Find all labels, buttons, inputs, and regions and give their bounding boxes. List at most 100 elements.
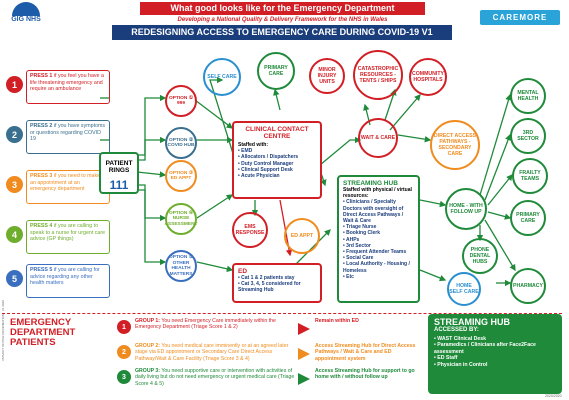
ems-circle: EMS RESPONSE xyxy=(232,212,268,248)
ccc-item-text: Duty Control Manager xyxy=(241,160,294,167)
streaming-hub-item-text: Frequent Attender Teams xyxy=(346,249,407,256)
streaming-hub-item-text: Booking Clerk xyxy=(346,230,381,237)
press-number: 1 xyxy=(6,76,23,93)
right-circle: PHARMACY xyxy=(510,268,546,304)
direct-access-circle: DIRECT ACCESS PATHWAYS - SECONDARY CARE xyxy=(430,120,480,170)
option-circle: OPTION ⑤ OTHER HEALTH MATTERS xyxy=(165,250,197,282)
sh-access-list: • WAST Clinical Desk• Paramedics / Clini… xyxy=(434,336,556,368)
sh-access-item-text: ED Staff xyxy=(437,355,458,362)
group-outcome: Access Streaming Hub for support to go h… xyxy=(315,368,415,381)
legend-divider xyxy=(2,313,562,314)
ccc-staffed: Staffed with: xyxy=(238,142,268,148)
streaming-hub-list: • Clinicians / Specialty Doctors with ov… xyxy=(343,199,414,280)
press-text: PRESS 5 if you are calling for advice re… xyxy=(26,264,110,298)
streaming-hub-item: • 3rd Sector xyxy=(343,242,371,249)
streaming-hub-item: • Booking Clerk xyxy=(343,230,381,237)
group-label: GROUP 3: xyxy=(135,368,160,374)
ccc-title: CLINICAL CONTACT CENTRE xyxy=(245,126,309,140)
side-note: PRIVACY NOTICE INFORMATION · V1 2020 xyxy=(1,300,5,361)
right-circle: 3RD SECTOR xyxy=(510,118,546,154)
streaming-hub-staffed: Staffed with physical / virtual resource… xyxy=(343,187,412,200)
ed-box: ED • Cat 1 & 2 patients stay• Cat 3, 4, … xyxy=(232,263,322,303)
option-circle: OPTION ② COVID HUB xyxy=(165,127,197,159)
ed-item: • Cat 1 & 2 patients stay xyxy=(238,275,295,281)
catastrophic-circle: CATASTROPHIC RESOURCES - TENTS / SHIPS xyxy=(353,50,403,100)
primary-care-circle: PRIMARY CARE xyxy=(257,52,295,90)
press-number: 4 xyxy=(6,226,23,243)
streaming-hub-item-text: Clinicians / Specialty Doctors with over… xyxy=(343,199,404,225)
press-label: PRESS 5 xyxy=(30,267,53,273)
group-outcome: Remain within ED xyxy=(315,318,359,324)
minor-injury-circle: MINOR INJURY UNITS xyxy=(309,58,345,94)
streaming-hub-item-text: Etc xyxy=(346,273,354,280)
streaming-hub-title: STREAMING HUB xyxy=(343,180,398,187)
ccc-item: • Allocators / Dispatchers xyxy=(238,154,299,161)
group-number: 2 xyxy=(117,345,131,359)
patient-rings-box: PATIENT RINGS 111 xyxy=(99,152,139,194)
sh-access-item-text: WAST Clinical Desk xyxy=(437,336,486,342)
group-number: 1 xyxy=(117,320,131,334)
press-label: PRESS 1 xyxy=(30,73,53,79)
press-text: PRESS 4 if you are calling to speak to a… xyxy=(26,220,110,254)
streaming-hub-item: • Etc xyxy=(343,273,354,280)
streaming-hub-item: • Frequent Attender Teams xyxy=(343,249,407,256)
group-number: 3 xyxy=(117,370,131,384)
ed-item: • Cat 3, 4, 5 considered for Streaming H… xyxy=(238,281,301,294)
ccc-item-text: Allocators / Dispatchers xyxy=(240,154,299,161)
home-follow-circle: HOME - WITH FOLLOW UP xyxy=(445,188,487,230)
streaming-hub-item-text: AHPs xyxy=(345,236,360,243)
press-text: PRESS 1 if you feel you have a life thre… xyxy=(26,70,110,104)
press-number: 2 xyxy=(6,126,23,143)
right-circle: PRIMARY CARE xyxy=(510,200,546,236)
ccc-item-text: Acute Physician xyxy=(240,173,280,180)
sh-access-item-text: Physician in Control xyxy=(437,361,488,368)
option-circle: OPTION ③ ED APPT xyxy=(165,160,197,192)
ed-box-list: • Cat 1 & 2 patients stay• Cat 3, 4, 5 c… xyxy=(238,275,316,294)
group-text: You need Emergency Care immediately with… xyxy=(135,318,276,331)
patient-rings-number: 111 xyxy=(109,178,129,192)
group-description: GROUP 2: You need medical care imminentl… xyxy=(135,343,295,367)
page-title: What good looks like for the Emergency D… xyxy=(140,2,425,15)
ccc-item: • Clinical Support Desk xyxy=(238,166,293,173)
sh-access-title: STREAMING HUB xyxy=(434,317,510,327)
sh-access-item: • Physician in Control xyxy=(434,361,488,368)
nhs-logo: GIG NHS xyxy=(6,2,46,36)
streaming-hub-item: • Social Care xyxy=(343,255,374,262)
group-description: GROUP 3: You need supportive care or int… xyxy=(135,368,295,392)
streaming-hub-item-text: 3rd Sector xyxy=(346,242,371,249)
press-text: PRESS 2 if you have symptoms or question… xyxy=(26,120,110,154)
page-subtitle: Developing a National Quality & Delivery… xyxy=(177,17,388,23)
ccc-list: • EMD• Allocators / Dispatchers• Duty Co… xyxy=(238,148,316,179)
press-label: PRESS 3 xyxy=(30,173,53,179)
group-description: GROUP 1: You need Emergency Care immedia… xyxy=(135,318,295,342)
right-circle: MENTAL HEALTH xyxy=(510,78,546,114)
ed-item-text: Cat 3, 4, 5 considered for Streaming Hub xyxy=(238,281,301,294)
group-arrow-icon xyxy=(298,348,310,360)
wait-care-circle: WAIT & CARE xyxy=(358,118,398,158)
sh-access-item-text: Paramedics / Clinicians after Face2Face … xyxy=(434,342,536,355)
ccc-item: • Acute Physician xyxy=(238,173,280,180)
group-label: GROUP 1: xyxy=(135,318,160,324)
patient-rings-label: PATIENT RINGS xyxy=(105,160,133,174)
group-text: You need supportive care or intervention… xyxy=(135,368,295,387)
streaming-hub-item: • AHPs xyxy=(343,236,360,243)
sh-access-item: • Paramedics / Clinicians after Face2Fac… xyxy=(434,342,536,355)
ed-item-text: Cat 1 & 2 patients stay xyxy=(241,275,295,281)
streaming-hub-item-text: Social Care xyxy=(346,255,374,262)
right-circle: FRAILTY TEAMS xyxy=(512,158,548,194)
legend-title: EMERGENCY DEPARTMENT PATIENTS xyxy=(10,317,76,348)
option-circle: OPTION ④ NURSE ASSESSMENT xyxy=(164,203,198,235)
ccc-item-text: Clinical Support Desk xyxy=(241,166,293,173)
clinical-contact-centre: CLINICAL CONTACT CENTRE Staffed with: • … xyxy=(232,121,322,199)
press-description: if you need to make an appointment at an… xyxy=(30,173,101,192)
ccc-item: • Duty Control Manager xyxy=(238,160,294,167)
partner-logo: CAREMORE xyxy=(480,10,560,25)
group-text: You need medical care imminently or at a… xyxy=(135,343,289,362)
press-label: PRESS 2 xyxy=(30,123,53,129)
sh-access-item: • ED Staff xyxy=(434,355,458,362)
group-arrow-icon xyxy=(298,323,310,335)
streaming-hub-item: • Clinicians / Specialty Doctors with ov… xyxy=(343,199,404,225)
group-arrow-icon xyxy=(298,373,310,385)
